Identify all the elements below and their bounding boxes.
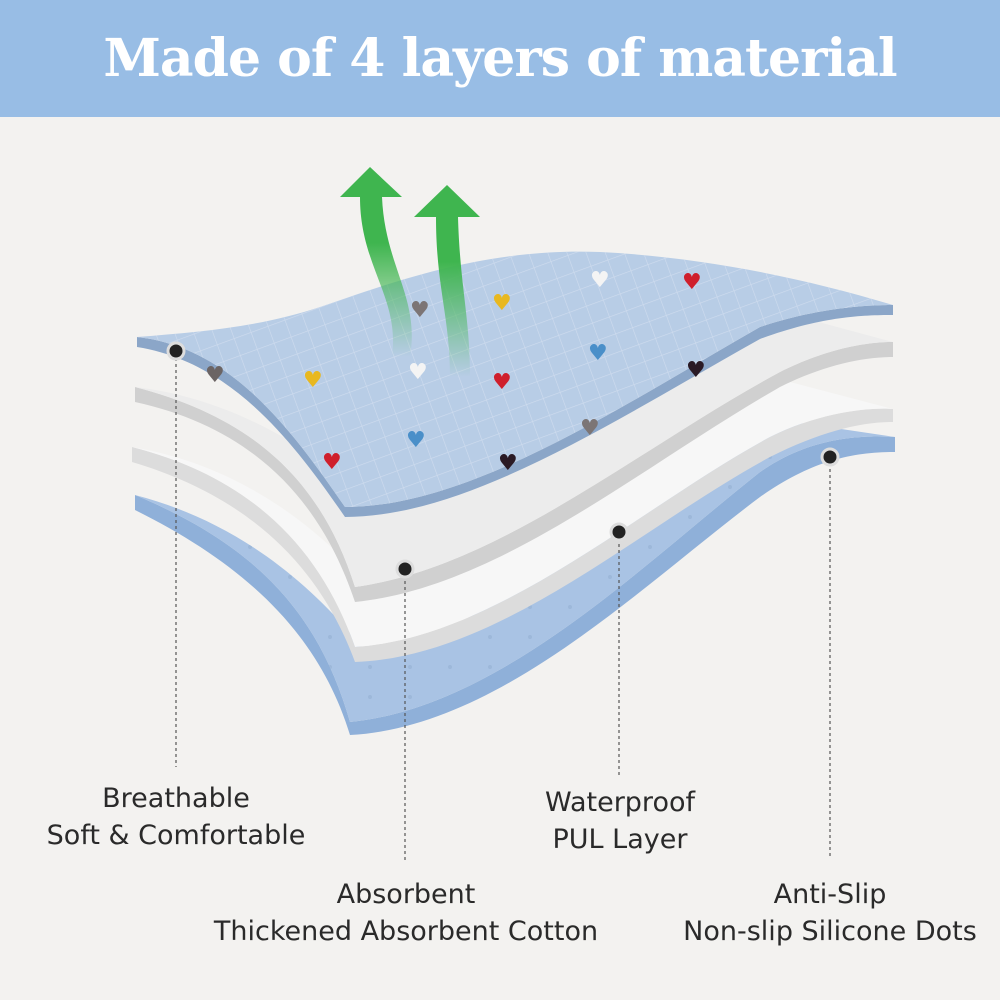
svg-text:♥: ♥: [682, 270, 702, 295]
svg-text:♥: ♥: [303, 368, 323, 393]
waterproof-layer: [132, 408, 893, 662]
svg-text:♥: ♥: [686, 358, 706, 383]
label-waterproof: Waterproof PUL Layer: [500, 784, 740, 858]
label-description: Thickened Absorbent Cotton: [213, 916, 599, 947]
page-title: Made of 4 layers of material: [103, 28, 897, 89]
anti-slip-layer: [135, 436, 895, 735]
label-anti-slip: Anti-Slip Non-slip Silicone Dots: [668, 876, 992, 950]
label-heading: Breathable: [102, 783, 250, 814]
svg-text:♥: ♥: [580, 416, 600, 441]
label-description: Soft & Comfortable: [46, 820, 306, 851]
label-heading: Absorbent: [336, 879, 476, 910]
svg-text:♥: ♥: [205, 363, 225, 388]
svg-text:♥: ♥: [498, 451, 518, 476]
svg-text:♥: ♥: [590, 268, 610, 293]
title-banner: Made of 4 layers of material: [0, 0, 1000, 117]
layers-illustration: ♥ ♥ ♥ ♥ ♥ ♥ ♥ ♥ ♥ ♥ ♥ ♥ ♥ ♥: [132, 167, 895, 862]
label-heading: Waterproof: [544, 787, 695, 818]
svg-text:♥: ♥: [588, 341, 608, 366]
airflow-arrow-icons: [340, 167, 480, 377]
label-absorbent: Absorbent Thickened Absorbent Cotton: [190, 876, 622, 950]
label-breathable: Breathable Soft & Comfortable: [20, 780, 332, 854]
svg-text:♥: ♥: [492, 291, 512, 316]
svg-text:♥: ♥: [410, 298, 430, 323]
label-description: PUL Layer: [552, 824, 688, 855]
svg-text:♥: ♥: [406, 428, 426, 453]
svg-text:♥: ♥: [322, 450, 342, 475]
svg-text:♥: ♥: [492, 370, 512, 395]
heart-icons: ♥ ♥ ♥ ♥ ♥ ♥ ♥ ♥ ♥ ♥ ♥ ♥ ♥ ♥: [205, 268, 706, 476]
pin-markers: [166, 341, 840, 579]
label-description: Non-slip Silicone Dots: [683, 916, 977, 947]
label-heading: Anti-Slip: [773, 879, 887, 910]
svg-text:♥: ♥: [408, 360, 428, 385]
absorbent-layer: [135, 342, 893, 602]
